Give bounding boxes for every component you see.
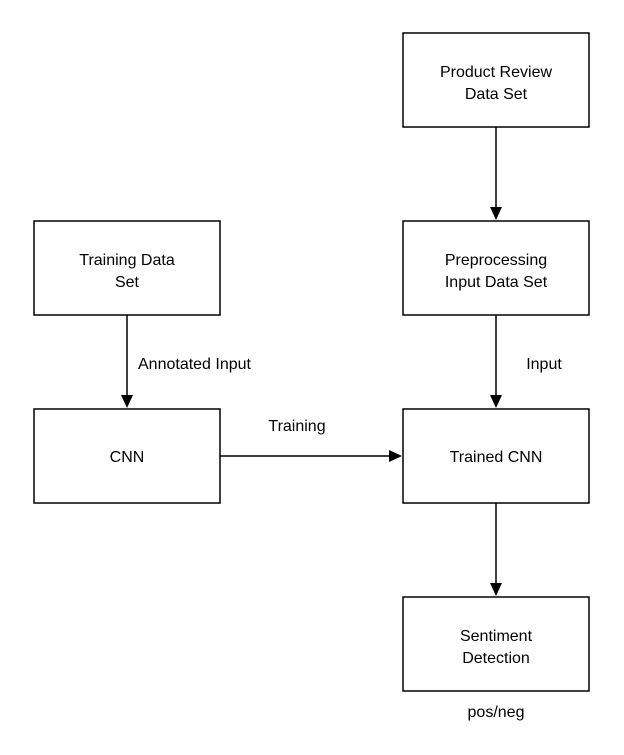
node-trained-cnn: Trained CNN — [402, 408, 590, 504]
arrowhead-icon — [490, 395, 502, 408]
node-preprocessing-line1: Preprocessing — [445, 252, 547, 269]
arrowhead-icon — [490, 583, 502, 596]
arrowhead-icon — [389, 450, 402, 462]
node-training-data-line1: Training Data — [79, 252, 175, 269]
node-cnn: CNN — [33, 408, 221, 504]
edge-label-training: Training — [268, 418, 325, 435]
node-preprocessing-input-data-set: Preprocessing Input Data Set — [402, 220, 590, 316]
edge-preprocessing-to-trained-cnn — [490, 315, 502, 408]
edge-training-data-to-cnn — [121, 315, 133, 408]
edge-product-review-to-preprocessing — [490, 127, 502, 220]
node-cnn-label: CNN — [110, 449, 145, 466]
node-product-review-data-set: Product Review Data Set — [402, 32, 590, 128]
node-trained-cnn-label: Trained CNN — [450, 449, 543, 466]
edge-label-annotated-input: Annotated Input — [138, 356, 252, 373]
edge-label-input: Input — [526, 356, 562, 373]
edge-trained-cnn-to-sentiment — [490, 503, 502, 596]
edge-cnn-to-trained-cnn — [220, 450, 402, 462]
node-product-review-line2: Data Set — [465, 86, 528, 103]
output-label-pos-neg: pos/neg — [468, 704, 525, 721]
node-sentiment-line2: Detection — [462, 650, 530, 667]
node-training-data-set: Training Data Set — [33, 220, 221, 316]
node-product-review-line1: Product Review — [440, 64, 552, 81]
arrowhead-icon — [121, 395, 133, 408]
node-sentiment-line1: Sentiment — [460, 628, 533, 645]
node-preprocessing-line2: Input Data Set — [445, 274, 548, 291]
node-sentiment-detection: Sentiment Detection — [402, 596, 590, 692]
node-training-data-line2: Set — [115, 274, 140, 291]
arrowhead-icon — [490, 207, 502, 220]
